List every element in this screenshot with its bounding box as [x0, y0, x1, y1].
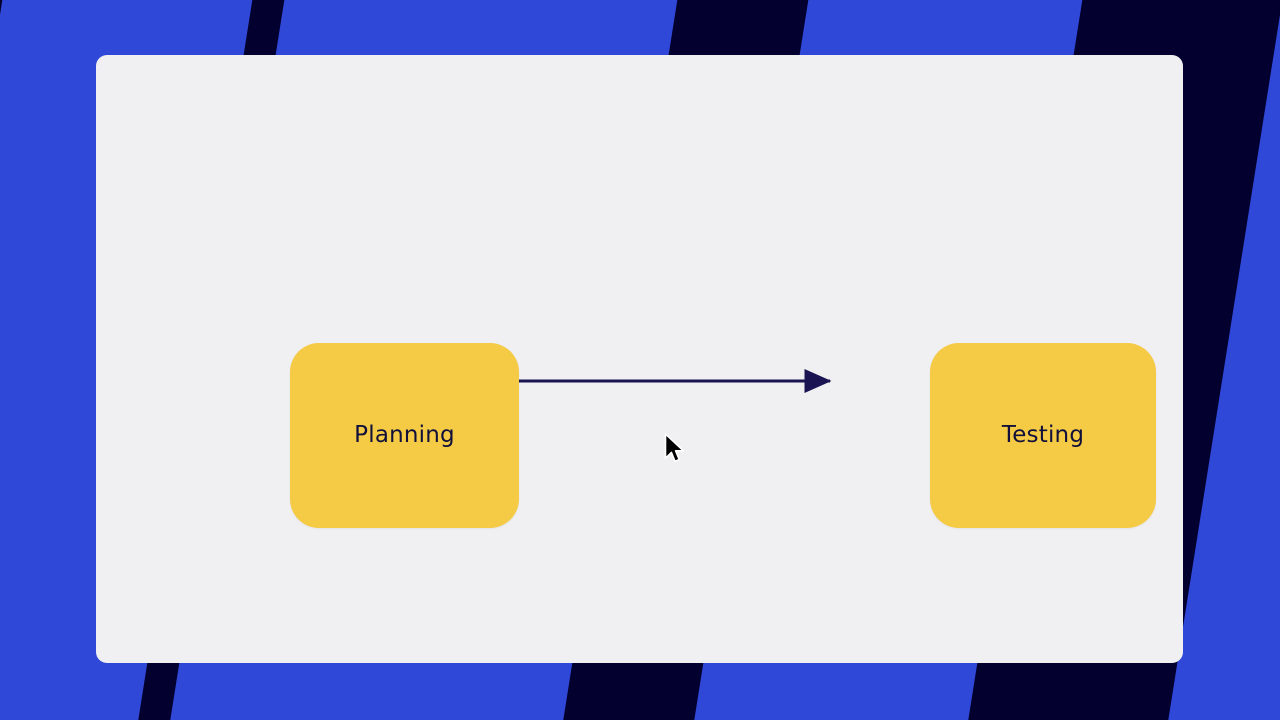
flow-node-label: Planning [354, 422, 455, 448]
cursor-arrow-icon [664, 433, 685, 463]
flow-node-planning[interactable]: Planning [290, 343, 519, 528]
background-stripe [0, 0, 15, 720]
flow-node-label: Testing [1001, 422, 1085, 448]
flow-canvas[interactable]: Planning Testing [96, 55, 1183, 663]
mouse-cursor [660, 430, 686, 468]
flow-node-testing[interactable]: Testing [930, 343, 1156, 528]
